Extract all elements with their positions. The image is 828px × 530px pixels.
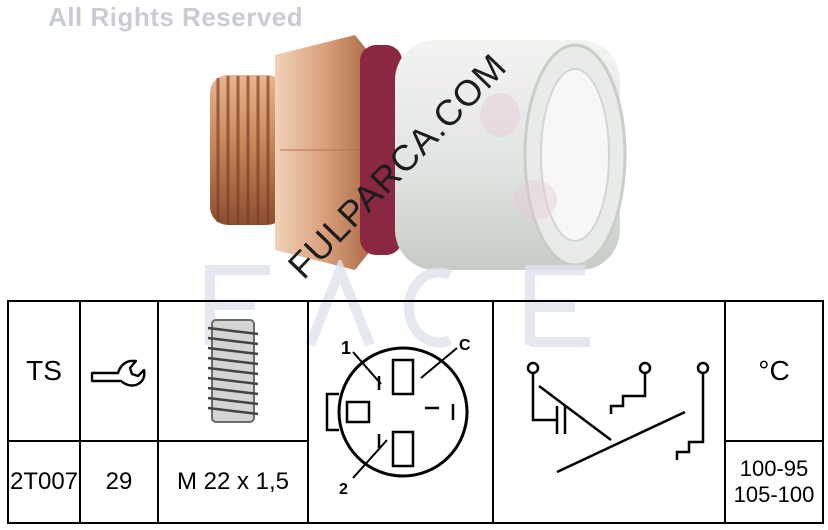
type-code-label: TS bbox=[26, 355, 62, 386]
temperature-unit-cell: °C bbox=[724, 300, 824, 442]
temperature-range-1: 100-95 bbox=[739, 456, 809, 481]
wrench-icon bbox=[90, 359, 146, 387]
wrench-size-cell: 29 bbox=[79, 440, 159, 524]
specification-table: TS bbox=[7, 300, 824, 524]
temperature-range-2: 105-100 bbox=[733, 482, 815, 507]
circuit-diagram-icon bbox=[526, 361, 710, 474]
temperature-unit-label: °C bbox=[758, 355, 790, 386]
wrench-size: 29 bbox=[105, 468, 133, 495]
copyright-text: All Rights Reserved bbox=[48, 2, 304, 32]
pin-c-label: C bbox=[459, 337, 471, 354]
thread-size-cell: M 22 x 1,5 bbox=[157, 440, 309, 524]
thread-cell bbox=[157, 300, 309, 442]
part-number-cell: 2T007 bbox=[7, 440, 81, 524]
circuit-cell bbox=[492, 300, 726, 524]
wrench-cell bbox=[79, 300, 159, 442]
connector-diagram-icon: 1 C 2 bbox=[325, 337, 471, 498]
part-number: 2T007 bbox=[9, 468, 79, 495]
thread-icon bbox=[207, 319, 259, 423]
product-photo bbox=[210, 35, 627, 270]
pin-1-label: 1 bbox=[341, 338, 351, 358]
table-values-row: 2T007 29 M 22 x 1,5 100-95 105-100 bbox=[7, 440, 824, 524]
temperature-range-cell: 100-95 105-100 bbox=[724, 440, 824, 524]
type-code-cell: TS bbox=[7, 300, 81, 442]
table-header-row: TS bbox=[7, 300, 824, 524]
pin-2-label: 2 bbox=[339, 481, 348, 498]
connector-cell: 1 C 2 bbox=[307, 300, 494, 524]
thread-size: M 22 x 1,5 bbox=[176, 468, 290, 495]
